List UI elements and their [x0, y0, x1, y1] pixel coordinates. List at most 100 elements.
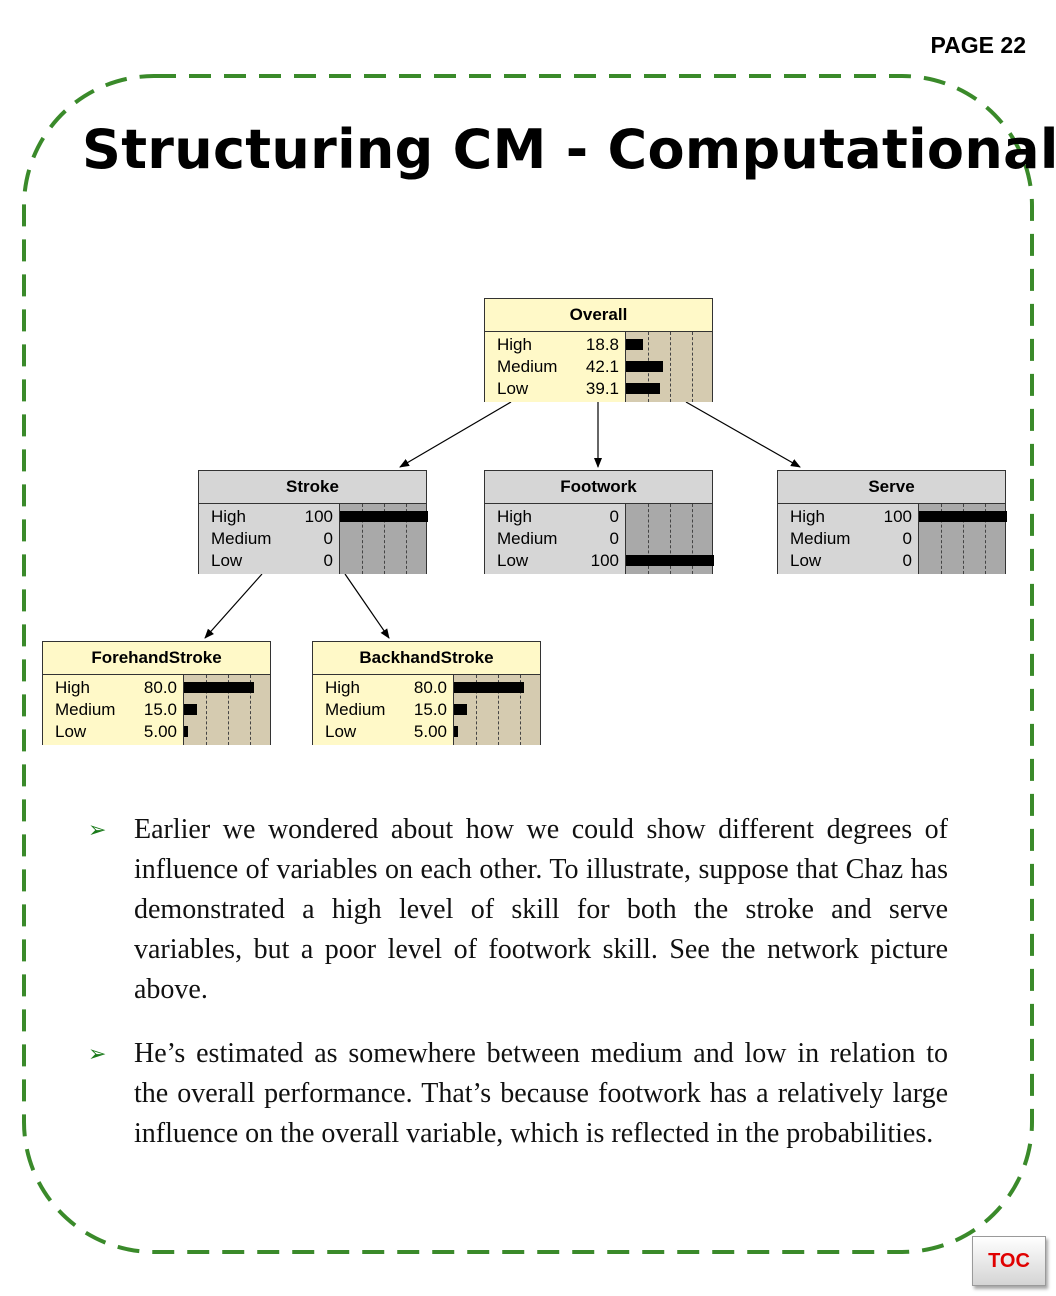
probability-bar-low: [626, 383, 660, 394]
node-title: BackhandStroke: [313, 642, 540, 675]
state-label: Low: [790, 551, 822, 570]
probability-bar-high: [184, 682, 254, 693]
bullet-list: ➢ Earlier we wondered about how we could…: [88, 810, 948, 1178]
bar-gridline: [406, 504, 407, 574]
probability-bar-high: [919, 511, 1007, 522]
bar-gridline: [384, 504, 385, 574]
bullet-text: Earlier we wondered about how we could s…: [134, 814, 948, 1005]
state-value: 0: [609, 529, 619, 548]
state-value: 42.1: [585, 357, 619, 376]
bar-gridline: [670, 332, 671, 402]
bar-gridline: [228, 675, 229, 745]
state-label: Medium: [211, 529, 272, 548]
node-title: Footwork: [485, 471, 712, 504]
state-value: 5.00: [143, 722, 177, 741]
page-number: PAGE 22: [930, 32, 1026, 58]
node-title: Serve: [778, 471, 1005, 504]
state-value: 100: [590, 551, 619, 570]
bar-gridline: [520, 675, 521, 745]
state-label: Low: [325, 722, 357, 741]
probability-bar-high: [340, 511, 428, 522]
edge-stroke-to-forehand: [204, 573, 263, 639]
page-title: Structuring CM - Computational: [82, 118, 1056, 181]
probability-bars: [183, 675, 270, 745]
node-title: Overall: [485, 299, 712, 332]
state-label: High: [325, 678, 360, 697]
state-label: Low: [497, 379, 529, 398]
state-value: 39.1: [585, 379, 619, 398]
bar-gridline: [362, 504, 363, 574]
state-value: 18.8: [585, 335, 619, 354]
node-title: ForehandStroke: [43, 642, 270, 675]
state-value: 100: [304, 507, 333, 526]
probability-bars: [625, 504, 714, 574]
probability-bar-medium: [454, 704, 467, 715]
bar-gridline: [476, 675, 477, 745]
state-value: 5.00: [413, 722, 447, 741]
network-edges: [204, 401, 801, 639]
arrow-bullet-icon: ➢: [88, 817, 107, 842]
state-value: 0: [323, 529, 333, 548]
state-value: 100: [883, 507, 912, 526]
probability-bar-low: [454, 726, 458, 737]
toc-button[interactable]: TOC: [972, 1236, 1046, 1286]
probability-bar-high: [626, 339, 643, 350]
bar-gridline: [985, 504, 986, 574]
bar-gridline: [941, 504, 942, 574]
state-value: 80.0: [413, 678, 447, 697]
probability-bar-low: [184, 726, 188, 737]
state-label: High: [497, 335, 532, 354]
bar-gridline: [692, 504, 693, 574]
state-values: 0 0 100: [591, 506, 619, 572]
state-label: High: [790, 507, 825, 526]
state-value: 0: [902, 529, 912, 548]
probability-bar-medium: [184, 704, 197, 715]
state-values: 80.0 15.0 5.00: [414, 677, 447, 743]
bar-gridline: [692, 332, 693, 402]
state-value: 15.0: [413, 700, 447, 719]
probability-bars: [453, 675, 540, 745]
state-value: 0: [609, 507, 619, 526]
edge-overall-to-serve: [685, 401, 801, 468]
state-label: High: [55, 678, 90, 697]
state-label: Medium: [497, 529, 558, 548]
state-value: 0: [323, 551, 333, 570]
bullet-text: He’s estimated as somewhere between medi…: [134, 1038, 948, 1149]
probability-bar-medium: [626, 361, 663, 372]
state-value: 80.0: [143, 678, 177, 697]
state-label: Medium: [55, 700, 116, 719]
probability-bar-high: [454, 682, 524, 693]
state-label: Low: [497, 551, 529, 570]
state-value: 0: [902, 551, 912, 570]
bar-gridline: [250, 675, 251, 745]
state-label: High: [211, 507, 246, 526]
node-title: Stroke: [199, 471, 426, 504]
probability-bars: [339, 504, 428, 574]
state-values: 18.8 42.1 39.1: [586, 334, 619, 400]
probability-bars: [625, 332, 712, 402]
state-label: High: [497, 507, 532, 526]
probability-bar-low: [626, 555, 714, 566]
arrow-bullet-icon: ➢: [88, 1041, 107, 1066]
state-label: Medium: [325, 700, 386, 719]
bullet-item: ➢ He’s estimated as somewhere between me…: [88, 1034, 948, 1154]
